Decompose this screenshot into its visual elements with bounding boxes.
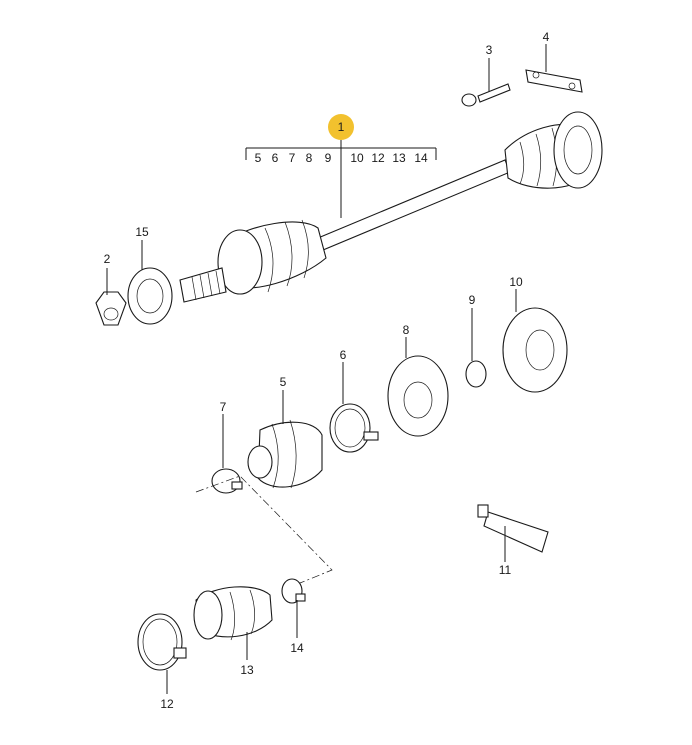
callout-label: 8 (403, 323, 410, 337)
callout-label: 11 (499, 563, 512, 577)
hose-clamp-part-6 (329, 403, 379, 453)
callout-2: 2 (104, 252, 111, 295)
callout-label: 13 (240, 663, 254, 677)
callout-label: 6 (340, 348, 347, 362)
assembly-link-line (195, 475, 333, 584)
callout-label: 9 (469, 293, 476, 307)
sub-part-label: 5 (255, 151, 262, 165)
sub-part-label: 7 (289, 151, 296, 165)
callout-14: 14 (290, 600, 304, 655)
callout-8: 8 (403, 323, 410, 358)
flange-part-8 (387, 355, 449, 437)
callout-label: 2 (104, 252, 111, 266)
callout-15: 15 (135, 225, 149, 270)
sub-part-label: 6 (272, 151, 279, 165)
callout-label: 4 (543, 30, 550, 44)
callout-6: 6 (340, 348, 347, 404)
sub-part-label: 12 (371, 151, 385, 165)
callout-7: 7 (220, 400, 227, 468)
callout-9: 9 (469, 293, 476, 361)
sub-part-label: 13 (392, 151, 406, 165)
nut-part (95, 291, 127, 326)
retaining-plate-part (525, 69, 583, 93)
callout-4: 4 (543, 30, 550, 72)
boot-part-13 (193, 586, 273, 641)
sub-part-label: 10 (350, 151, 364, 165)
callout-label: 5 (280, 375, 287, 389)
callout-label: 10 (509, 275, 523, 289)
main-callout: 1 5 6 7 8 9 10 12 13 14 (245, 114, 437, 218)
main-callout-label: 1 (338, 120, 345, 134)
boot-part-5 (247, 419, 323, 489)
cv-joint-part-10 (502, 307, 568, 393)
callout-label: 14 (290, 641, 304, 655)
callout-label: 15 (135, 225, 149, 239)
small-clamp-part-7 (211, 468, 243, 494)
sub-part-label: 9 (325, 151, 332, 165)
sub-part-label: 8 (306, 151, 313, 165)
callout-label: 7 (220, 400, 227, 414)
large-clamp-part-12 (137, 613, 187, 671)
small-clamp-part-14 (281, 578, 306, 604)
callout-3: 3 (486, 43, 493, 92)
grease-tube-part-11 (477, 504, 549, 553)
callout-label: 3 (486, 43, 493, 57)
callout-label: 12 (160, 697, 174, 711)
callout-12: 12 (160, 670, 174, 711)
lock-plate-part (127, 267, 173, 325)
circlip-part-9 (465, 360, 487, 388)
callout-13: 13 (240, 632, 254, 677)
callout-11: 11 (499, 526, 512, 577)
drive-shaft-assembly (179, 111, 603, 303)
highlight-badge (328, 114, 354, 140)
sub-part-label: 14 (414, 151, 428, 165)
callout-10: 10 (509, 275, 523, 312)
callout-5: 5 (280, 375, 287, 424)
bolt-part (461, 83, 511, 107)
